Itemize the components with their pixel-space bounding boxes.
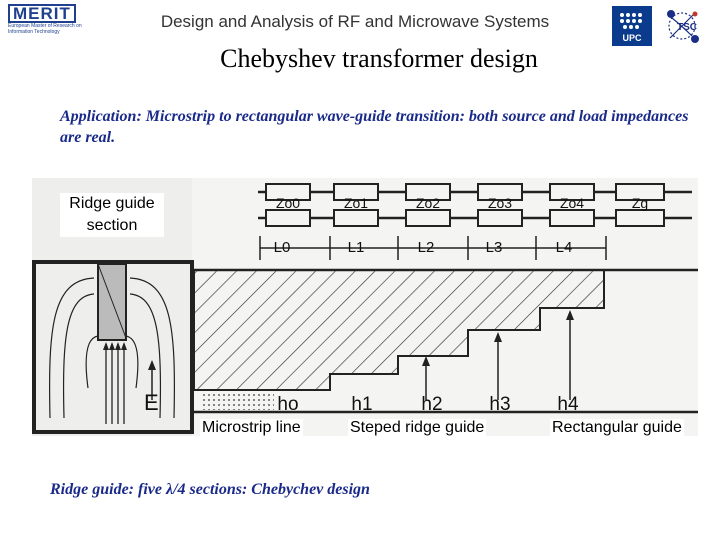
course-title: Design and Analysis of RF and Microwave … [160,12,550,31]
footer-note: Ridge guide: five λ/4 sections: Chebyche… [50,481,370,498]
ridge-cross-section: E [32,260,194,434]
upc-logo-text: UPC [622,33,642,43]
application-text: Application: Microstrip to rectangular w… [60,108,689,146]
merit-logo: MERIT European Master of Research on Inf… [8,4,92,40]
slide-title: Chebyshev transformer design [220,44,538,73]
length-label: L2 [418,239,435,256]
impedance-label: Zo3 [488,195,512,211]
field-e-label: E [144,390,159,415]
impedance-label: Zo2 [416,195,440,211]
steped-ridge-caption: Steped ridge guide [348,419,487,437]
stepped-ridge [193,269,605,391]
impedance-label: Zo0 [276,195,300,211]
transformer-figure: E Zo0 Zo1 Zo2 Zo3 Zo4 Zg L0 [32,178,698,436]
length-label: L0 [274,239,291,256]
ridge-guide-section-label: Ridge guide section [60,193,164,237]
height-label: h1 [351,394,372,415]
upc-dots-icon [620,13,642,29]
height-label: h2 [421,394,442,415]
impedance-label: Zg [632,195,648,211]
length-dimensions [259,236,607,260]
height-label: ho [277,394,298,415]
upc-logo: UPC [612,6,652,46]
svg-text:TSC: TSC [677,22,697,33]
rectangular-guide-caption: Rectangular guide [550,419,684,437]
length-label: L1 [348,239,365,256]
microstrip-substrate [202,392,274,410]
microstrip-caption: Microstrip line [200,419,303,437]
impedance-label: Zo1 [344,195,368,211]
tsc-logo-icon: TSC [667,10,699,43]
length-label: L4 [556,239,573,256]
merit-logo-subtitle: European Master of Research on Informati… [8,23,82,35]
impedance-label: Zo4 [560,195,584,211]
length-label: L3 [486,239,503,256]
height-label: h4 [557,394,579,415]
impedance-chain: Zo0 Zo1 Zo2 Zo3 Zo4 Zg [258,183,692,227]
merit-logo-word: MERIT [8,4,76,23]
height-label: h3 [489,394,510,415]
